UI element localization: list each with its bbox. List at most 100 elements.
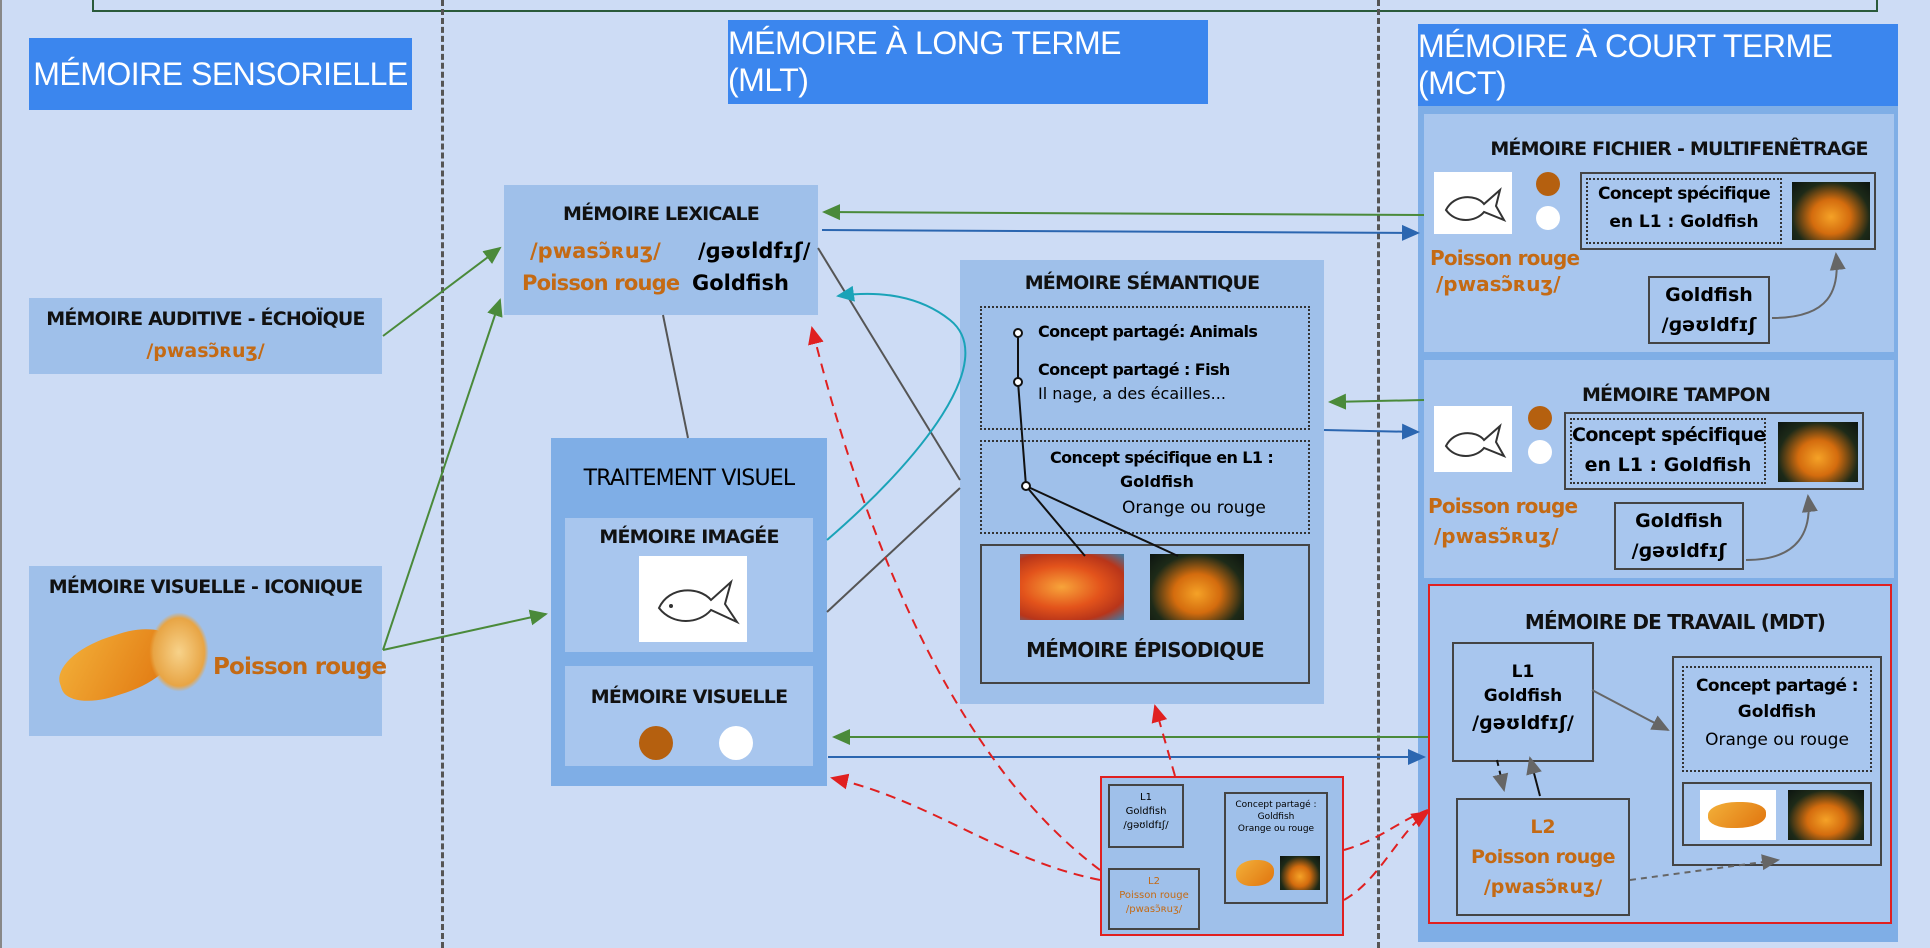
lexicale-phon-l1: /ɡəʊldfɪʃ/ xyxy=(698,239,811,263)
specific-concept-desc: Orange ou rouge xyxy=(1122,498,1266,518)
memoire-auditive: MÉMOIRE AUDITIVE - ÉCHOÏQUE /pwasɔ̃ʀuʒ/ xyxy=(29,298,382,374)
memoire-imagee: MÉMOIRE IMAGÉE xyxy=(565,518,813,652)
tampon-concept-b: en L1 : Goldfish xyxy=(1584,454,1752,476)
lexicale-word-l2: Poisson rouge xyxy=(522,271,680,295)
travail-shared-desc: Orange ou rouge xyxy=(1705,730,1849,750)
visuelle-word: Poisson rouge xyxy=(213,654,387,680)
memoire-visuelle-iconique: MÉMOIRE VISUELLE - ICONIQUE Poisson roug… xyxy=(29,566,387,736)
traitement-title: TRAITEMENT VISUEL xyxy=(583,466,795,491)
fichier-goldfish-box: Goldfish /ɡəʊldfɪʃ xyxy=(1648,276,1770,344)
travail-l1-label: L1 xyxy=(1511,662,1535,682)
fichier-concept-dotted: Concept spécifique en L1 : Goldfish xyxy=(1586,178,1782,244)
mdt-mini-photo xyxy=(1280,856,1320,890)
tampon-word-l1: Goldfish xyxy=(1635,510,1723,532)
fish-sketch-icon xyxy=(639,556,747,642)
fichier-word-l2: Poisson rouge xyxy=(1430,246,1580,270)
travail-l2-box: L2 Poisson rouge /pwasɔ̃ʀuʒ/ xyxy=(1456,798,1630,916)
tampon-orange-dot xyxy=(1528,406,1552,430)
tampon-white-dot xyxy=(1528,440,1552,464)
tampon-fish-sketch-icon xyxy=(1434,406,1512,472)
memoire-fichier: MÉMOIRE FICHIER - MULTIFENÊTRAGE Poisson… xyxy=(1424,114,1894,352)
fichier-concept-a: Concept spécifique xyxy=(1597,184,1771,204)
memoire-travail: MÉMOIRE DE TRAVAIL (MDT) L1 Goldfish /ɡə… xyxy=(1428,584,1892,924)
memoire-visuelle-title: MÉMOIRE VISUELLE xyxy=(590,686,788,708)
mdt-mini-sketch xyxy=(1236,860,1274,886)
mdt-mini-l1-phon: /ɡəʊldfɪʃ/ xyxy=(1123,820,1169,831)
mdt-mini: L1 Goldfish /ɡəʊldfɪʃ/ L2 Poisson rouge … xyxy=(1100,776,1344,936)
specific-concept-box: Concept spécifique en L1 : Goldfish Oran… xyxy=(980,440,1310,534)
header-long-terme: MÉMOIRE À LONG TERME (MLT) xyxy=(728,20,1208,104)
fichier-title: MÉMOIRE FICHIER - MULTIFENÊTRAGE xyxy=(1490,138,1868,160)
orange-dot xyxy=(639,726,673,760)
travail-shared-dotted: Concept partagé : Goldfish Orange ou rou… xyxy=(1682,666,1872,772)
lexicale-phon-l2: /pwasɔ̃ʀuʒ/ xyxy=(530,239,661,263)
fish-photo-2 xyxy=(1150,554,1244,620)
travail-l1-box: L1 Goldfish /ɡəʊldfɪʃ/ xyxy=(1452,642,1594,762)
travail-sketch-fish xyxy=(1708,802,1766,828)
tampon-concept-box: Concept spécifique en L1 : Goldfish xyxy=(1564,412,1864,490)
mdt-mini-l1: L1 Goldfish /ɡəʊldfɪʃ/ xyxy=(1108,784,1184,848)
fichier-photo xyxy=(1792,182,1870,240)
fichier-concept-box: Concept spécifique en L1 : Goldfish xyxy=(1580,172,1876,250)
mdt-mini-l1-label: L1 xyxy=(1140,792,1152,803)
auditive-title: MÉMOIRE AUDITIVE - ÉCHOÏQUE xyxy=(46,308,365,330)
top-border xyxy=(92,0,1878,12)
mdt-mini-shared: Concept partagé : Goldfish Orange ou rou… xyxy=(1224,792,1328,904)
tampon-word-l2: Poisson rouge xyxy=(1428,494,1578,518)
tampon-title: MÉMOIRE TAMPON xyxy=(1581,384,1771,406)
mdt-mini-l2-word: Poisson rouge xyxy=(1119,890,1189,901)
semantique-title: MÉMOIRE SÉMANTIQUE xyxy=(1024,272,1260,294)
header-court-terme: MÉMOIRE À COURT TERME (MCT) xyxy=(1418,24,1898,106)
travail-l1-phon: /ɡəʊldfɪʃ/ xyxy=(1472,712,1574,734)
mdt-mini-shared-b: Goldfish xyxy=(1257,812,1295,822)
fichier-white-dot xyxy=(1536,206,1560,230)
fichier-phon-l1: /ɡəʊldfɪʃ xyxy=(1661,314,1757,336)
travail-l2-word: Poisson rouge xyxy=(1471,846,1616,868)
tampon-concept-dotted: Concept spécifique en L1 : Goldfish xyxy=(1570,418,1766,484)
mdt-mini-l2-label: L2 xyxy=(1148,876,1160,887)
travail-sketch xyxy=(1700,790,1776,840)
fichier-orange-dot xyxy=(1536,172,1560,196)
mdt-mini-shared-a: Concept partagé : xyxy=(1235,800,1317,810)
memoire-semantique: MÉMOIRE SÉMANTIQUE Concept partagé: Anim… xyxy=(960,260,1324,704)
travail-shared-b: Goldfish xyxy=(1737,702,1817,722)
tampon-phon-l2: /pwasɔ̃ʀuʒ/ xyxy=(1434,524,1559,548)
travail-title: MÉMOIRE DE TRAVAIL (MDT) xyxy=(1524,610,1826,634)
travail-shared-box: Concept partagé : Goldfish Orange ou rou… xyxy=(1672,656,1882,866)
specific-concept-a: Concept spécifique en L1 : xyxy=(1050,448,1274,467)
travail-l1-word: Goldfish xyxy=(1483,686,1563,706)
travail-l2-phon: /pwasɔ̃ʀuʒ/ xyxy=(1483,876,1603,898)
fichier-phon-l2: /pwasɔ̃ʀuʒ/ xyxy=(1436,272,1561,296)
travail-shared-a: Concept partagé : xyxy=(1696,676,1859,696)
specific-concept-b: Goldfish xyxy=(1120,472,1194,491)
visuelle-iconique-title: MÉMOIRE VISUELLE - ICONIQUE xyxy=(48,576,363,598)
lexicale-word-l1: Goldfish xyxy=(692,271,789,295)
header-sensorielle: MÉMOIRE SENSORIELLE xyxy=(29,38,412,110)
fichier-fish-sketch-icon xyxy=(1434,172,1512,234)
memoire-visuelle: MÉMOIRE VISUELLE xyxy=(565,666,813,766)
mdt-mini-shared-desc: Orange ou rouge xyxy=(1237,824,1315,834)
travail-images-box xyxy=(1682,782,1872,846)
tampon-phon-l1: /ɡəʊldfɪʃ xyxy=(1631,540,1727,562)
fichier-concept-b: en L1 : Goldfish xyxy=(1609,212,1759,232)
tampon-photo xyxy=(1778,422,1858,482)
travail-photo xyxy=(1788,790,1864,840)
tampon-goldfish-box: Goldfish /ɡəʊldfɪʃ xyxy=(1614,502,1744,570)
traitement-visuel: TRAITEMENT VISUEL MÉMOIRE IMAGÉE MÉMOIRE… xyxy=(551,438,827,786)
lexicale-title: MÉMOIRE LEXICALE xyxy=(563,203,760,225)
memoire-lexicale: MÉMOIRE LEXICALE /pwasɔ̃ʀuʒ/ /ɡəʊldfɪʃ/ … xyxy=(504,185,818,315)
tampon-concept-a: Concept spécifique xyxy=(1572,424,1766,446)
white-dot xyxy=(719,726,753,760)
travail-l2-label: L2 xyxy=(1530,816,1556,838)
fichier-word-l1: Goldfish xyxy=(1665,284,1753,306)
mdt-mini-l2-phon: /pwasɔ̃ʀuʒ/ xyxy=(1125,904,1183,915)
mdt-mini-l2: L2 Poisson rouge /pwasɔ̃ʀuʒ/ xyxy=(1108,868,1200,930)
separator-right xyxy=(1377,0,1380,948)
imagee-title: MÉMOIRE IMAGÉE xyxy=(599,526,779,548)
separator-left xyxy=(441,0,444,948)
auditive-phon: /pwasɔ̃ʀuʒ/ xyxy=(146,340,265,362)
semantic-tree xyxy=(1013,328,1179,557)
mdt-mini-l1-word: Goldfish xyxy=(1125,806,1167,817)
memoire-tampon: MÉMOIRE TAMPON Poisson rouge /pwasɔ̃ʀuʒ/… xyxy=(1424,360,1894,578)
